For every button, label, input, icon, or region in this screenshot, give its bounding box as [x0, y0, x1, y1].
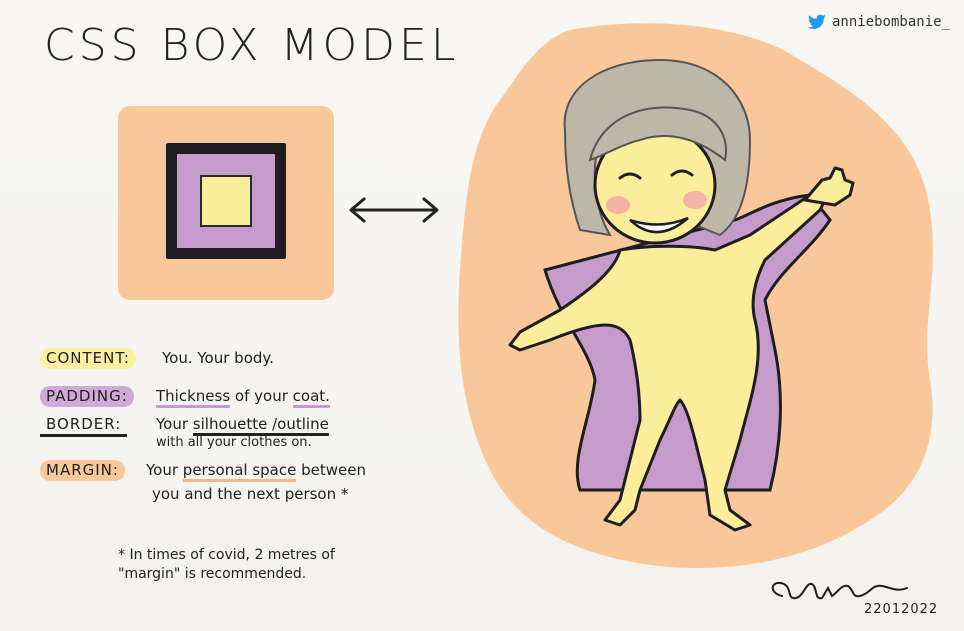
cheek-left: [606, 196, 630, 214]
eye-right: [670, 169, 694, 177]
desc-margin-b: personal space: [182, 461, 297, 482]
waving-hand: [803, 166, 855, 207]
footnote-line-2: "margin" is recommended.: [118, 565, 307, 582]
signature: [771, 581, 908, 600]
author-credit: anniebombanie_: [807, 14, 950, 30]
signature-date: 22012022: [864, 602, 939, 617]
person-illustration: [458, 23, 933, 568]
eye-left: [618, 172, 642, 180]
term-margin: MARGIN:: [40, 460, 125, 481]
desc-padding-c: coat.: [292, 387, 330, 408]
desc-padding-a: Thickness: [156, 387, 231, 408]
author-handle: anniebombanie_: [831, 14, 950, 30]
footnote-line-1: * In times of covid, 2 metres of: [118, 547, 335, 563]
desc-padding: Thickness of your coat.: [156, 387, 330, 408]
desc-margin-c: between: [296, 461, 366, 479]
footnote: * In times of covid, 2 metres of "margin…: [118, 546, 335, 584]
desc-border: Your silhouette /outline: [156, 415, 329, 436]
desc-margin-d: you and the next person *: [152, 485, 349, 503]
cheek-right: [683, 191, 707, 209]
desc-margin-a: Your: [146, 461, 183, 479]
term-content: CONTENT:: [40, 348, 136, 369]
term-border: BORDER:: [40, 414, 128, 437]
desc-border-c: with all your clothes on.: [156, 435, 312, 450]
double-arrow-icon: [349, 197, 439, 223]
box-content-layer: [200, 175, 252, 227]
desc-padding-b: of your: [230, 387, 293, 405]
desc-border-b: silhouette /outline: [192, 415, 329, 436]
desc-content: You. Your body.: [162, 349, 274, 367]
bangs-shape: [588, 106, 727, 162]
desc-margin: Your personal space between: [146, 461, 366, 482]
term-padding: PADDING:: [40, 386, 134, 407]
twitter-bird-icon: [807, 14, 826, 30]
body-shape: [508, 193, 827, 532]
desc-border-a: Your: [156, 415, 193, 433]
page-title: CSS BOX MODEL: [44, 20, 460, 71]
smile: [629, 216, 689, 234]
